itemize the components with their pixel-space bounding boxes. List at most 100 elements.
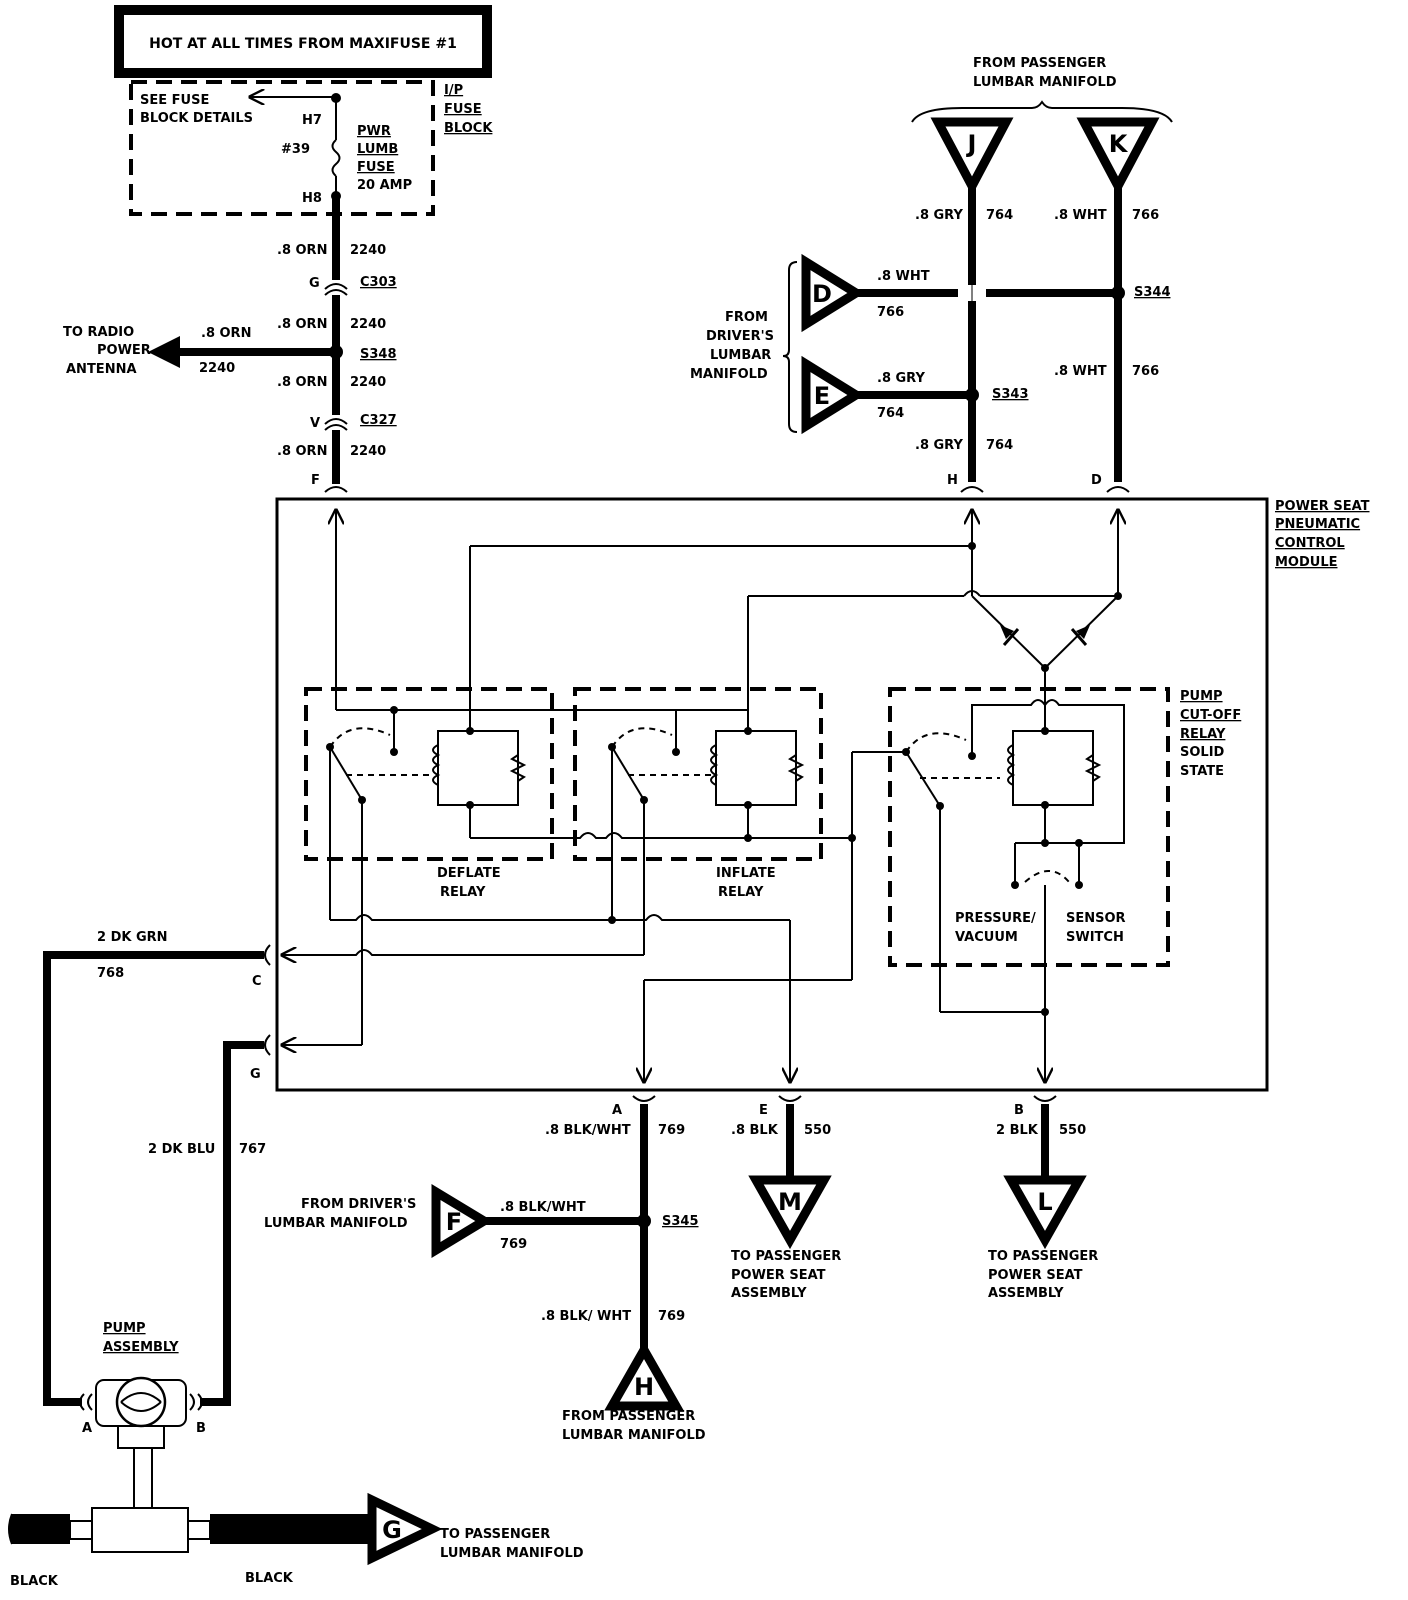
black-label-1: BLACK (10, 1574, 59, 1589)
module-name-4: MODULE (1275, 555, 1338, 570)
m-to-3: ASSEMBLY (731, 1286, 807, 1301)
j-wire: .8 GRY (915, 208, 963, 223)
connector-f (431, 1184, 493, 1258)
radio-label-1: TO RADIO (63, 325, 134, 340)
diode-left (1000, 625, 1014, 639)
passenger-from-2: LUMBAR MANIFOLD (973, 75, 1117, 90)
connector-g (367, 1492, 443, 1566)
j2-wire: .8 GRY (915, 438, 963, 453)
s344-label: S344 (1134, 285, 1171, 300)
driver-from-3: LUMBAR (710, 348, 771, 363)
s343-node (965, 388, 979, 402)
e-wire: .8 GRY (877, 371, 925, 386)
fuse-name-3: FUSE (357, 160, 395, 175)
connector-h (604, 1340, 684, 1411)
e-letter: E (814, 382, 830, 410)
wire-d-label: .8 ORN (277, 444, 327, 459)
sensor-label-1: SENSOR (1066, 911, 1126, 926)
inflate-label-1: INFLATE (716, 866, 776, 881)
h8-label: H8 (302, 191, 322, 206)
control-module: POWER SEAT PNEUMATIC CONTROL MODULE (250, 497, 1370, 1092)
l-letter: L (1037, 1188, 1052, 1216)
pin-e-label: E (759, 1103, 768, 1118)
c-wire-label: 2 DK GRN (97, 930, 168, 945)
pin-b-label: B (1014, 1103, 1024, 1118)
circ-c-label: 2240 (350, 375, 386, 390)
pump-port-b: B (196, 1421, 206, 1436)
driver-manifold: FROM DRIVER'S LUMBAR MANIFOLD D E .8 WHT… (690, 253, 1171, 493)
block-label-2: FUSE (444, 102, 482, 117)
f-wire-label: .8 BLK/WHT (500, 1200, 586, 1215)
driver-from-2: DRIVER'S (706, 329, 774, 344)
connector-l (1003, 1175, 1087, 1250)
radio-arrow (148, 336, 180, 368)
pressure-label-1: PRESSURE/ (955, 911, 1036, 926)
pump-relay-label-2: CUT-OFF (1180, 708, 1241, 723)
to-passenger-lumbar-2: LUMBAR MANIFOLD (440, 1546, 584, 1561)
l-to-3: ASSEMBLY (988, 1286, 1064, 1301)
fuse-name-2: LUMB (357, 142, 398, 157)
module-name-2: PNEUMATIC (1275, 517, 1360, 532)
circ-a-label: 2240 (350, 243, 386, 258)
j2-circ: 764 (986, 438, 1013, 453)
s345-label: S345 (662, 1214, 699, 1229)
b-wire-label: 2 BLK (996, 1123, 1039, 1138)
radio-circ: 2240 (199, 361, 235, 376)
circ-d-label: 2240 (350, 444, 386, 459)
s343-label: S343 (992, 387, 1029, 402)
a-circ-label: 769 (658, 1123, 685, 1138)
to-passenger-lumbar-1: TO PASSENGER (440, 1527, 550, 1542)
wire-a-label: .8 ORN (277, 243, 327, 258)
f-from-2: LUMBAR MANIFOLD (264, 1216, 408, 1231)
h-wire-label: .8 BLK/ WHT (541, 1309, 631, 1324)
black-hose-left (12, 1514, 70, 1544)
driver-from-1: FROM (725, 310, 768, 325)
black-hose-right (210, 1514, 370, 1544)
driver-from-4: MANIFOLD (690, 367, 768, 382)
block-details-label: BLOCK DETAILS (140, 111, 253, 126)
deflate-label-1: DEFLATE (437, 866, 501, 881)
e-wire-label: .8 BLK (731, 1123, 779, 1138)
see-fuse-label: SEE FUSE (140, 93, 209, 108)
circ-b-label: 2240 (350, 317, 386, 332)
d-circ: 766 (877, 305, 904, 320)
c327-pin: V (310, 416, 320, 431)
g-letter: G (382, 1516, 402, 1544)
b-circ-label: 550 (1059, 1123, 1086, 1138)
s345-node (637, 1214, 651, 1228)
pressure-label-2: VACUUM (955, 930, 1018, 945)
pump-cutoff-relay-box (888, 687, 1170, 967)
l-to-1: TO PASSENGER (988, 1249, 1098, 1264)
pin-g-label: G (250, 1067, 261, 1082)
radio-label-2: POWER (97, 343, 151, 358)
connector-k (1076, 117, 1160, 196)
e-circ-label: 550 (804, 1123, 831, 1138)
k-circ: 766 (1132, 208, 1159, 223)
c327-label: C327 (360, 413, 397, 428)
bottom-outputs: A E B .8 BLK/WHT 769 .8 BLK 550 2 BLK 55… (264, 1095, 1098, 1443)
header-box: HOT AT ALL TIMES FROM MAXIFUSE #1 (114, 5, 492, 78)
k-wire: .8 WHT (1054, 208, 1107, 223)
h-from-2: LUMBAR MANIFOLD (562, 1428, 706, 1443)
block-label-3: BLOCK (444, 121, 493, 136)
black-label-2: BLACK (245, 1571, 294, 1586)
s348-label: S348 (360, 347, 397, 362)
connector-m (748, 1175, 832, 1250)
pump-relay-label-3: RELAY (1180, 727, 1226, 742)
k2-circ: 766 (1132, 364, 1159, 379)
passenger-from-1: FROM PASSENGER (973, 56, 1106, 71)
a-wire-label: .8 BLK/WHT (545, 1123, 631, 1138)
c303-label: C303 (360, 275, 397, 290)
c-circ-label: 768 (97, 966, 124, 981)
deflate-label-2: RELAY (440, 885, 486, 900)
module-name-3: CONTROL (1275, 536, 1345, 551)
l-to-2: POWER SEAT (988, 1268, 1083, 1283)
wire-b-label: .8 ORN (277, 317, 327, 332)
f-from-1: FROM DRIVER'S (301, 1197, 416, 1212)
k2-wire: .8 WHT (1054, 364, 1107, 379)
fuse-rating: 20 AMP (357, 178, 412, 193)
m-to-1: TO PASSENGER (731, 1249, 841, 1264)
e-circ: 764 (877, 406, 904, 421)
pump-port-a: A (82, 1421, 92, 1436)
